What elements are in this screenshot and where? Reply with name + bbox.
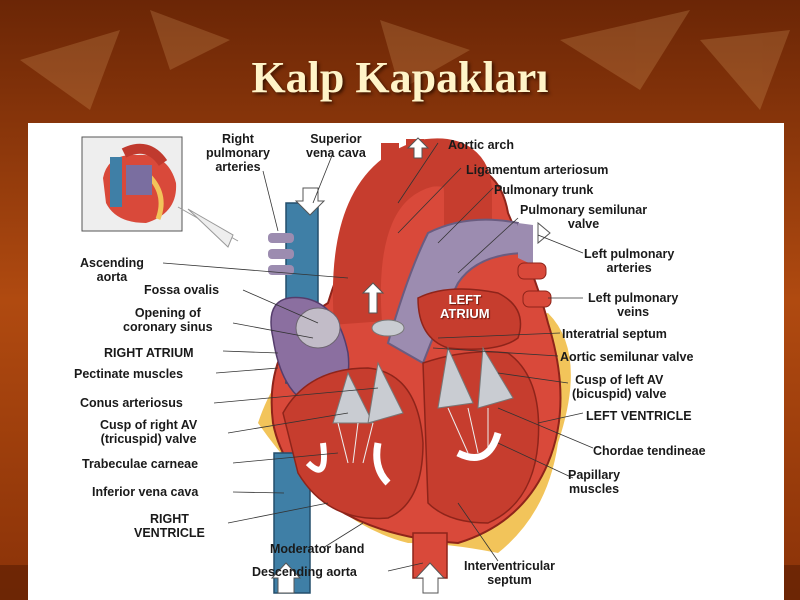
heart-diagram-panel: Right pulmonary arteries Superior vena c… (28, 123, 784, 600)
label-superior-vena-cava: Superior vena cava (306, 132, 366, 160)
label-aortic-semilunar-valve: Aortic semilunar valve (560, 350, 694, 364)
label-cusp-left-av-valve: Cusp of left AV (bicuspid) valve (572, 373, 667, 401)
label-papillary-muscles: Papillary muscles (568, 468, 621, 496)
label-cusp-right-av-valve: Cusp of right AV (tricuspid) valve (100, 418, 198, 446)
label-left-atrium: LEFT ATRIUM (440, 292, 490, 321)
label-conus-arteriosus: Conus arteriosus (80, 396, 183, 410)
label-trabeculae-carneae: Trabeculae carneae (82, 457, 199, 471)
label-chordae-tendineae: Chordae tendineae (593, 444, 706, 458)
label-interventricular-septum: Interventricular septum (464, 559, 556, 587)
label-right-ventricle: RIGHT VENTRICLE (134, 512, 205, 540)
label-left-pulmonary-veins: Left pulmonary veins (588, 291, 679, 319)
slide-title: Kalp Kapakları (251, 53, 549, 102)
label-aortic-arch: Aortic arch (448, 138, 514, 152)
label-descending-aorta: Descending aorta (252, 565, 357, 579)
label-left-pulmonary-arteries: Left pulmonary arteries (584, 247, 675, 275)
label-moderator-band: Moderator band (270, 542, 365, 556)
heart-thumbnail-inset (81, 136, 239, 248)
label-pulmonary-trunk: Pulmonary trunk (494, 183, 594, 197)
label-fossa-ovalis: Fossa ovalis (144, 283, 220, 297)
label-pectinate-muscles: Pectinate muscles (74, 367, 184, 381)
label-left-ventricle: LEFT VENTRICLE (586, 409, 692, 423)
heart-illustration (81, 136, 594, 594)
label-interatrial-septum: Interatrial septum (562, 327, 667, 341)
label-ligamentum-arteriosum: Ligamentum arteriosum (466, 163, 609, 177)
label-inferior-vena-cava: Inferior vena cava (92, 485, 199, 499)
label-right-pulmonary-arteries: Right pulmonary arteries (206, 132, 270, 174)
label-right-atrium: RIGHT ATRIUM (104, 346, 194, 360)
label-opening-coronary-sinus: Opening of coronary sinus (123, 306, 213, 334)
label-pulmonary-semilunar-valve: Pulmonary semilunar valve (520, 203, 648, 231)
label-ascending-aorta: Ascending aorta (80, 256, 144, 284)
